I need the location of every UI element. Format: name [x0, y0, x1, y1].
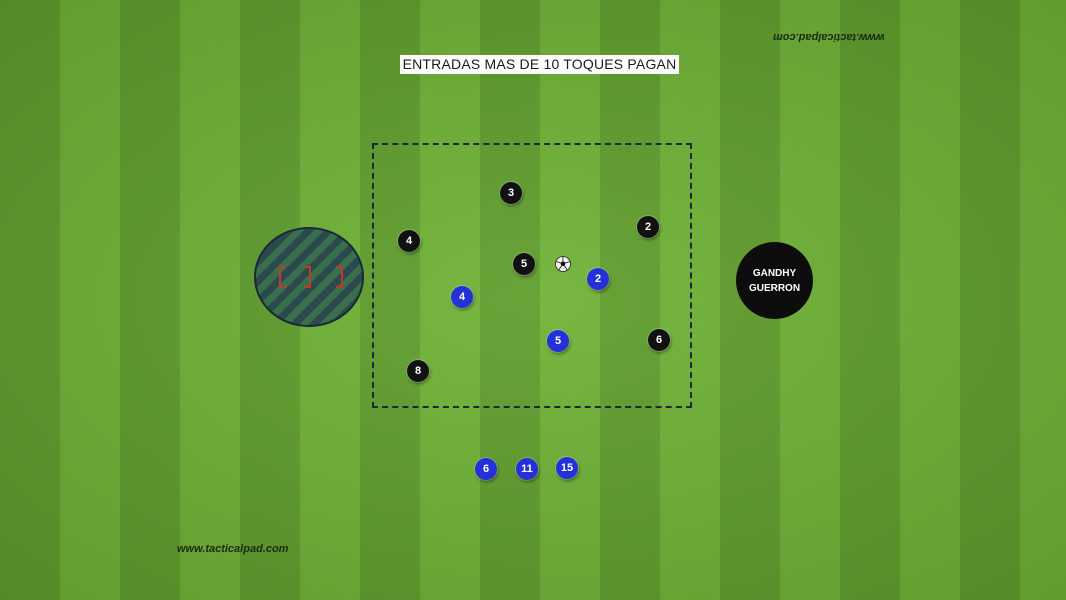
- blue-player[interactable]: 2: [587, 268, 609, 290]
- blue-player[interactable]: 6: [475, 458, 497, 480]
- playing-zone: [372, 143, 692, 408]
- blue-player[interactable]: 4: [451, 286, 473, 308]
- coach-first-name: GANDHY: [752, 267, 797, 279]
- black-player[interactable]: 2: [637, 216, 659, 238]
- mini-goal-icon: [279, 266, 286, 288]
- mini-goals: [279, 266, 343, 288]
- blue-player[interactable]: 15: [556, 457, 578, 479]
- mini-goal-icon: [304, 266, 311, 288]
- soccer-ball-icon[interactable]: [555, 256, 571, 272]
- black-player[interactable]: 5: [513, 253, 535, 275]
- watermark-bottom: www.tacticalpad.com: [177, 543, 289, 555]
- blue-player[interactable]: 11: [516, 458, 538, 480]
- black-player[interactable]: 4: [398, 230, 420, 252]
- black-player[interactable]: 3: [500, 182, 522, 204]
- drill-title: ENTRADAS MAS DE 10 TOQUES PAGAN: [400, 55, 679, 74]
- coach-last-name: GUERRON: [748, 282, 801, 294]
- black-player[interactable]: 8: [407, 360, 429, 382]
- mini-goal-icon: [336, 266, 343, 288]
- blue-player[interactable]: 5: [547, 330, 569, 352]
- rondo-circle: [254, 227, 364, 327]
- coach-marker[interactable]: GANDHY GUERRON: [736, 242, 813, 319]
- black-player[interactable]: 6: [648, 329, 670, 351]
- watermark-top: www.tacticalpad.com: [773, 31, 885, 43]
